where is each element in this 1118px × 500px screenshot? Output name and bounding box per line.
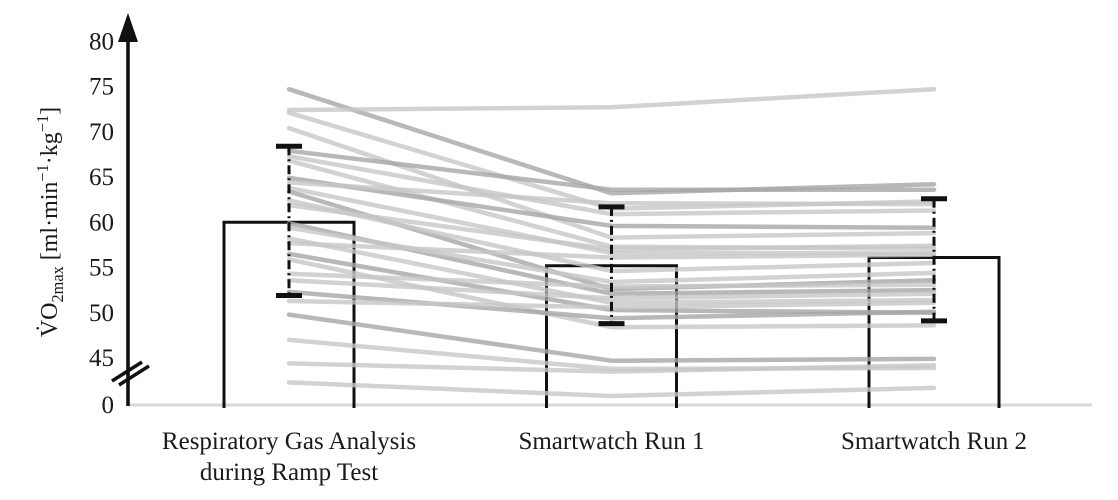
y-tick-label: 70 <box>89 119 114 146</box>
x-category-label: Respiratory Gas Analysis <box>162 428 416 455</box>
x-category-label: Smartwatch Run 1 <box>518 428 704 455</box>
participant-line <box>286 240 937 260</box>
participant-line <box>286 148 937 192</box>
participant-line <box>286 277 937 301</box>
participant-line <box>286 380 937 399</box>
participant-line <box>286 289 937 321</box>
participant-line <box>286 257 937 330</box>
participant-line <box>286 86 937 113</box>
participant-line <box>286 361 937 374</box>
participant-line <box>286 312 937 363</box>
axis-break-mark <box>118 364 150 387</box>
y-tick-label: 80 <box>89 28 114 55</box>
y-tick-label: 0 <box>102 392 115 419</box>
y-tick-label: 50 <box>89 300 114 327</box>
axis-break-mark <box>111 360 143 383</box>
y-tick-label: 55 <box>89 255 114 282</box>
y-tick-label: 45 <box>89 345 114 372</box>
y-tick-label: 60 <box>89 209 114 236</box>
y-tick-label: 65 <box>89 164 114 191</box>
x-category-label: during Ramp Test <box>200 459 378 486</box>
x-category-label: Smartwatch Run 2 <box>841 428 1027 455</box>
y-axis-arrowhead-icon <box>118 13 138 42</box>
y-tick-label: 75 <box>89 74 114 101</box>
participant-line <box>286 86 937 196</box>
participant-line <box>286 180 937 207</box>
